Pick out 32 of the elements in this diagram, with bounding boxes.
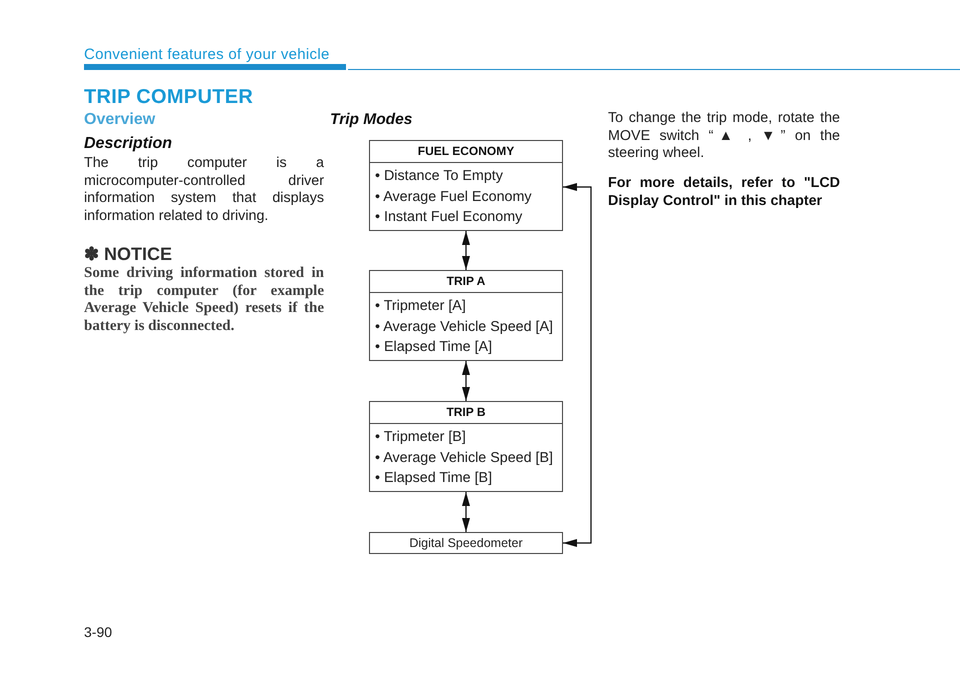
- subheading: Trip Modes: [330, 111, 412, 129]
- mode-heading: TRIP A: [370, 271, 562, 293]
- notice-heading: ✽ NOTICE: [84, 243, 172, 265]
- page-number: 3-90: [84, 624, 112, 640]
- note-text: For more details, refer to "LCD Display Control" in this chapter: [608, 175, 840, 210]
- mode-heading: TRIP B: [370, 402, 562, 424]
- heading: Overview: [84, 111, 156, 129]
- list-item: • Instant Fuel Economy: [374, 208, 524, 227]
- list-item: • Average Vehicle Speed [B]: [374, 448, 554, 468]
- subheading: Description: [84, 135, 172, 153]
- mode-box: [369, 401, 563, 492]
- paragraph: To change the trip mode, rotate the MOVE switch “▲ , ▼” on the steering wheel.: [608, 110, 840, 163]
- mode-box: [369, 532, 563, 554]
- arrow: [462, 492, 470, 532]
- notice-text: Some driving information stored in the trip computer (for example Average Vehicle Speed) resets if the battery is disconnected.: [84, 265, 324, 336]
- mode-heading: FUEL ECONOMY: [370, 141, 562, 163]
- paragraph: The trip computer is a microcomputer-controlled driver information system that displays information related to driving.: [84, 155, 324, 226]
- arrow: [462, 361, 470, 401]
- title: TRIP COMPUTER: [84, 86, 254, 109]
- list-item: • Distance To Empty: [374, 167, 504, 186]
- arrow: [563, 183, 592, 547]
- list-item: • Tripmeter [B]: [374, 428, 467, 447]
- section-header: Convenient features of your vehicle: [84, 46, 330, 63]
- list-item: • Elapsed Time [A]: [374, 338, 494, 357]
- mode-box: [369, 140, 563, 231]
- mode-name: Digital Speedometer: [408, 535, 524, 552]
- arrow: [462, 231, 470, 270]
- list-item: • Average Fuel Economy: [374, 188, 533, 206]
- list-item: • Average Vehicle Speed [A]: [374, 318, 554, 336]
- list-item: • Elapsed Time [B]: [374, 469, 494, 488]
- list-item: • Tripmeter [A]: [374, 297, 467, 316]
- mode-box: [369, 270, 563, 361]
